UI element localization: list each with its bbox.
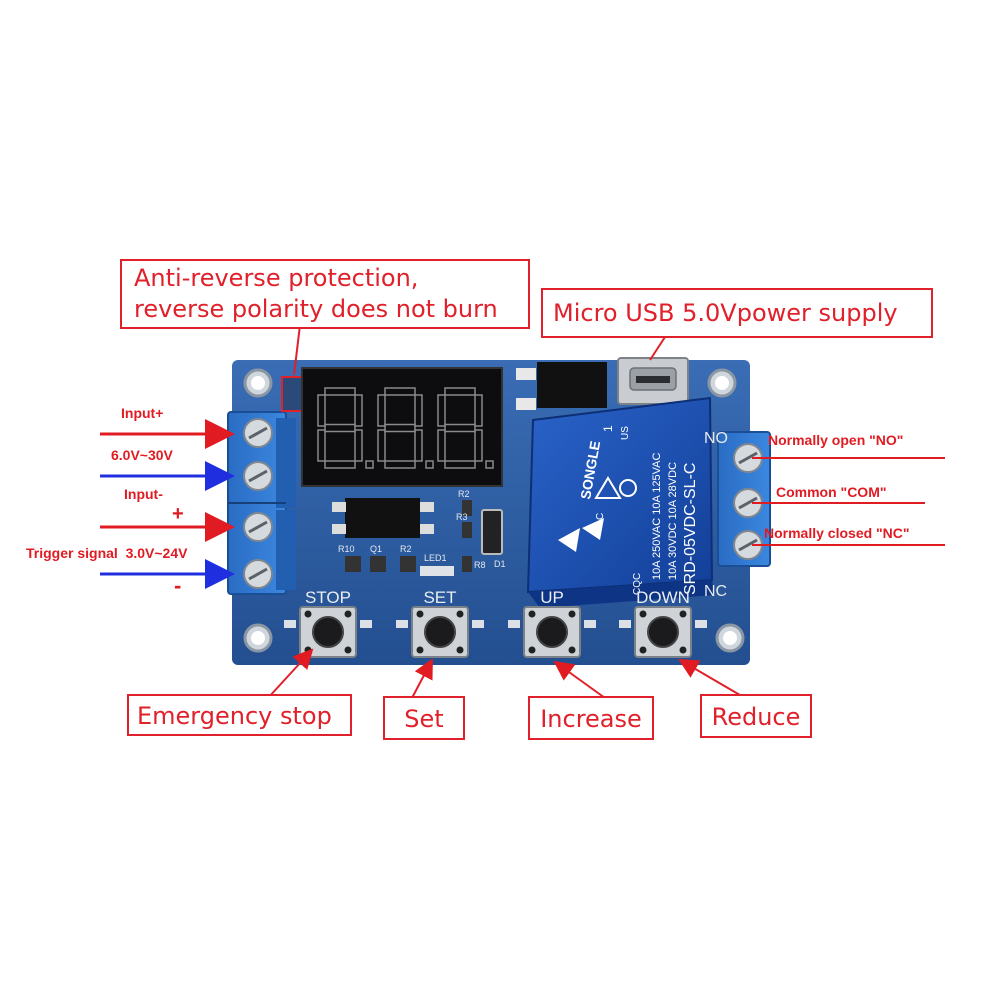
up-button[interactable] [508, 606, 596, 658]
stop-button-label: STOP [305, 588, 351, 607]
label-r2: R2 [400, 544, 412, 554]
down-button-label: DOWN [636, 588, 690, 607]
smd-components [332, 498, 503, 576]
leader-down [678, 658, 746, 699]
up-button-label: UP [540, 588, 564, 607]
relay-rating-2: 10A 30VDC 10A 28VDC [667, 462, 679, 580]
anti-reverse-line-2: reverse polarity does not burn [134, 295, 498, 323]
label-input-minus: Input- [124, 486, 163, 502]
relay-screw-icon [733, 443, 763, 473]
label-no: Normally open "NO" [768, 432, 904, 448]
label-minus-sign: - [174, 573, 182, 598]
output-leaders [752, 457, 945, 546]
label-com: Common "COM" [776, 484, 887, 500]
usb-callout: Micro USB 5.0Vpower supply [541, 288, 933, 338]
input-screws [243, 418, 273, 589]
relay-screws [733, 443, 763, 560]
digit-3 [437, 387, 494, 469]
set-button-label: SET [423, 588, 456, 607]
mounting-holes [243, 368, 745, 653]
set-label: Set [404, 705, 444, 733]
label-r10: R10 [338, 544, 355, 554]
input-screw-icon [243, 559, 273, 589]
leader-up [553, 660, 606, 699]
relay-rating-1: 10A 250VAC 10A 125VAC [651, 453, 663, 580]
input-screw-icon [243, 418, 273, 448]
leader-stop [267, 648, 314, 699]
emergency-stop-callout: Emergency stop [127, 694, 352, 736]
terminal-mark-nc: NC [704, 583, 727, 600]
terminal-mark-no: NO [704, 430, 728, 447]
label-trigger: Trigger signal 3.0V~24V [26, 545, 188, 561]
stop-button[interactable] [284, 606, 372, 658]
down-button[interactable] [619, 606, 707, 658]
set-callout: Set [383, 696, 465, 740]
label-r2b: R2 [458, 489, 470, 499]
relay-us: US [620, 426, 631, 440]
label-led1: LED1 [424, 553, 447, 563]
board-buttons [284, 606, 707, 658]
component-labels: R10 Q1 R2 LED1 R8 D1 R2 R3 [338, 489, 506, 570]
anti-reverse-callout: Anti-reverse protection, reverse polarit… [120, 259, 530, 329]
relay-cqc: CQC [632, 573, 643, 595]
reduce-callout: Reduce [700, 694, 812, 738]
label-d1: D1 [494, 559, 506, 569]
relay-markings: SONGLE SRD-05VDC-SL-C 10A 250VAC 10A 125… [577, 425, 699, 595]
label-nc: Normally closed "NC" [764, 525, 910, 541]
leader-usb [649, 336, 666, 361]
set-button[interactable] [396, 606, 484, 658]
relay-c: C [595, 513, 606, 520]
callout-leaders [267, 324, 746, 699]
label-q1: Q1 [370, 544, 382, 554]
leader-set [411, 658, 433, 699]
increase-label: Increase [540, 705, 642, 733]
label-plus-sign: + [172, 503, 184, 525]
relay-pin: 1 [601, 425, 615, 432]
emergency-stop-label: Emergency stop [137, 702, 332, 730]
increase-callout: Increase [528, 696, 654, 740]
relay-screw-icon [733, 530, 763, 560]
digit-1 [317, 387, 374, 469]
usb-label: Micro USB 5.0Vpower supply [553, 299, 898, 327]
board-button-labels: STOP SET UP DOWN [305, 588, 690, 607]
relay-model: SRD-05VDC-SL-C [682, 463, 699, 595]
leader-anti-reverse [293, 324, 301, 376]
input-arrows [100, 419, 235, 589]
label-r3: R3 [456, 512, 468, 522]
relay-logo [558, 476, 637, 552]
label-r8: R8 [474, 560, 486, 570]
reduce-label: Reduce [711, 703, 801, 731]
label-voltage-range: 6.0V~30V [111, 447, 173, 463]
label-input-plus: Input+ [121, 405, 164, 421]
input-terminal-block [227, 411, 296, 595]
micro-usb-port [617, 357, 689, 405]
anti-reverse-line-1: Anti-reverse protection, [134, 264, 419, 292]
input-screw-icon [243, 461, 273, 491]
anti-reverse-diode-highlight [281, 376, 305, 412]
display-digits [317, 387, 494, 469]
relay-screw-icon [733, 488, 763, 518]
input-screw-icon [243, 512, 273, 542]
digit-2 [377, 387, 434, 469]
voltage-regulator [537, 362, 607, 408]
